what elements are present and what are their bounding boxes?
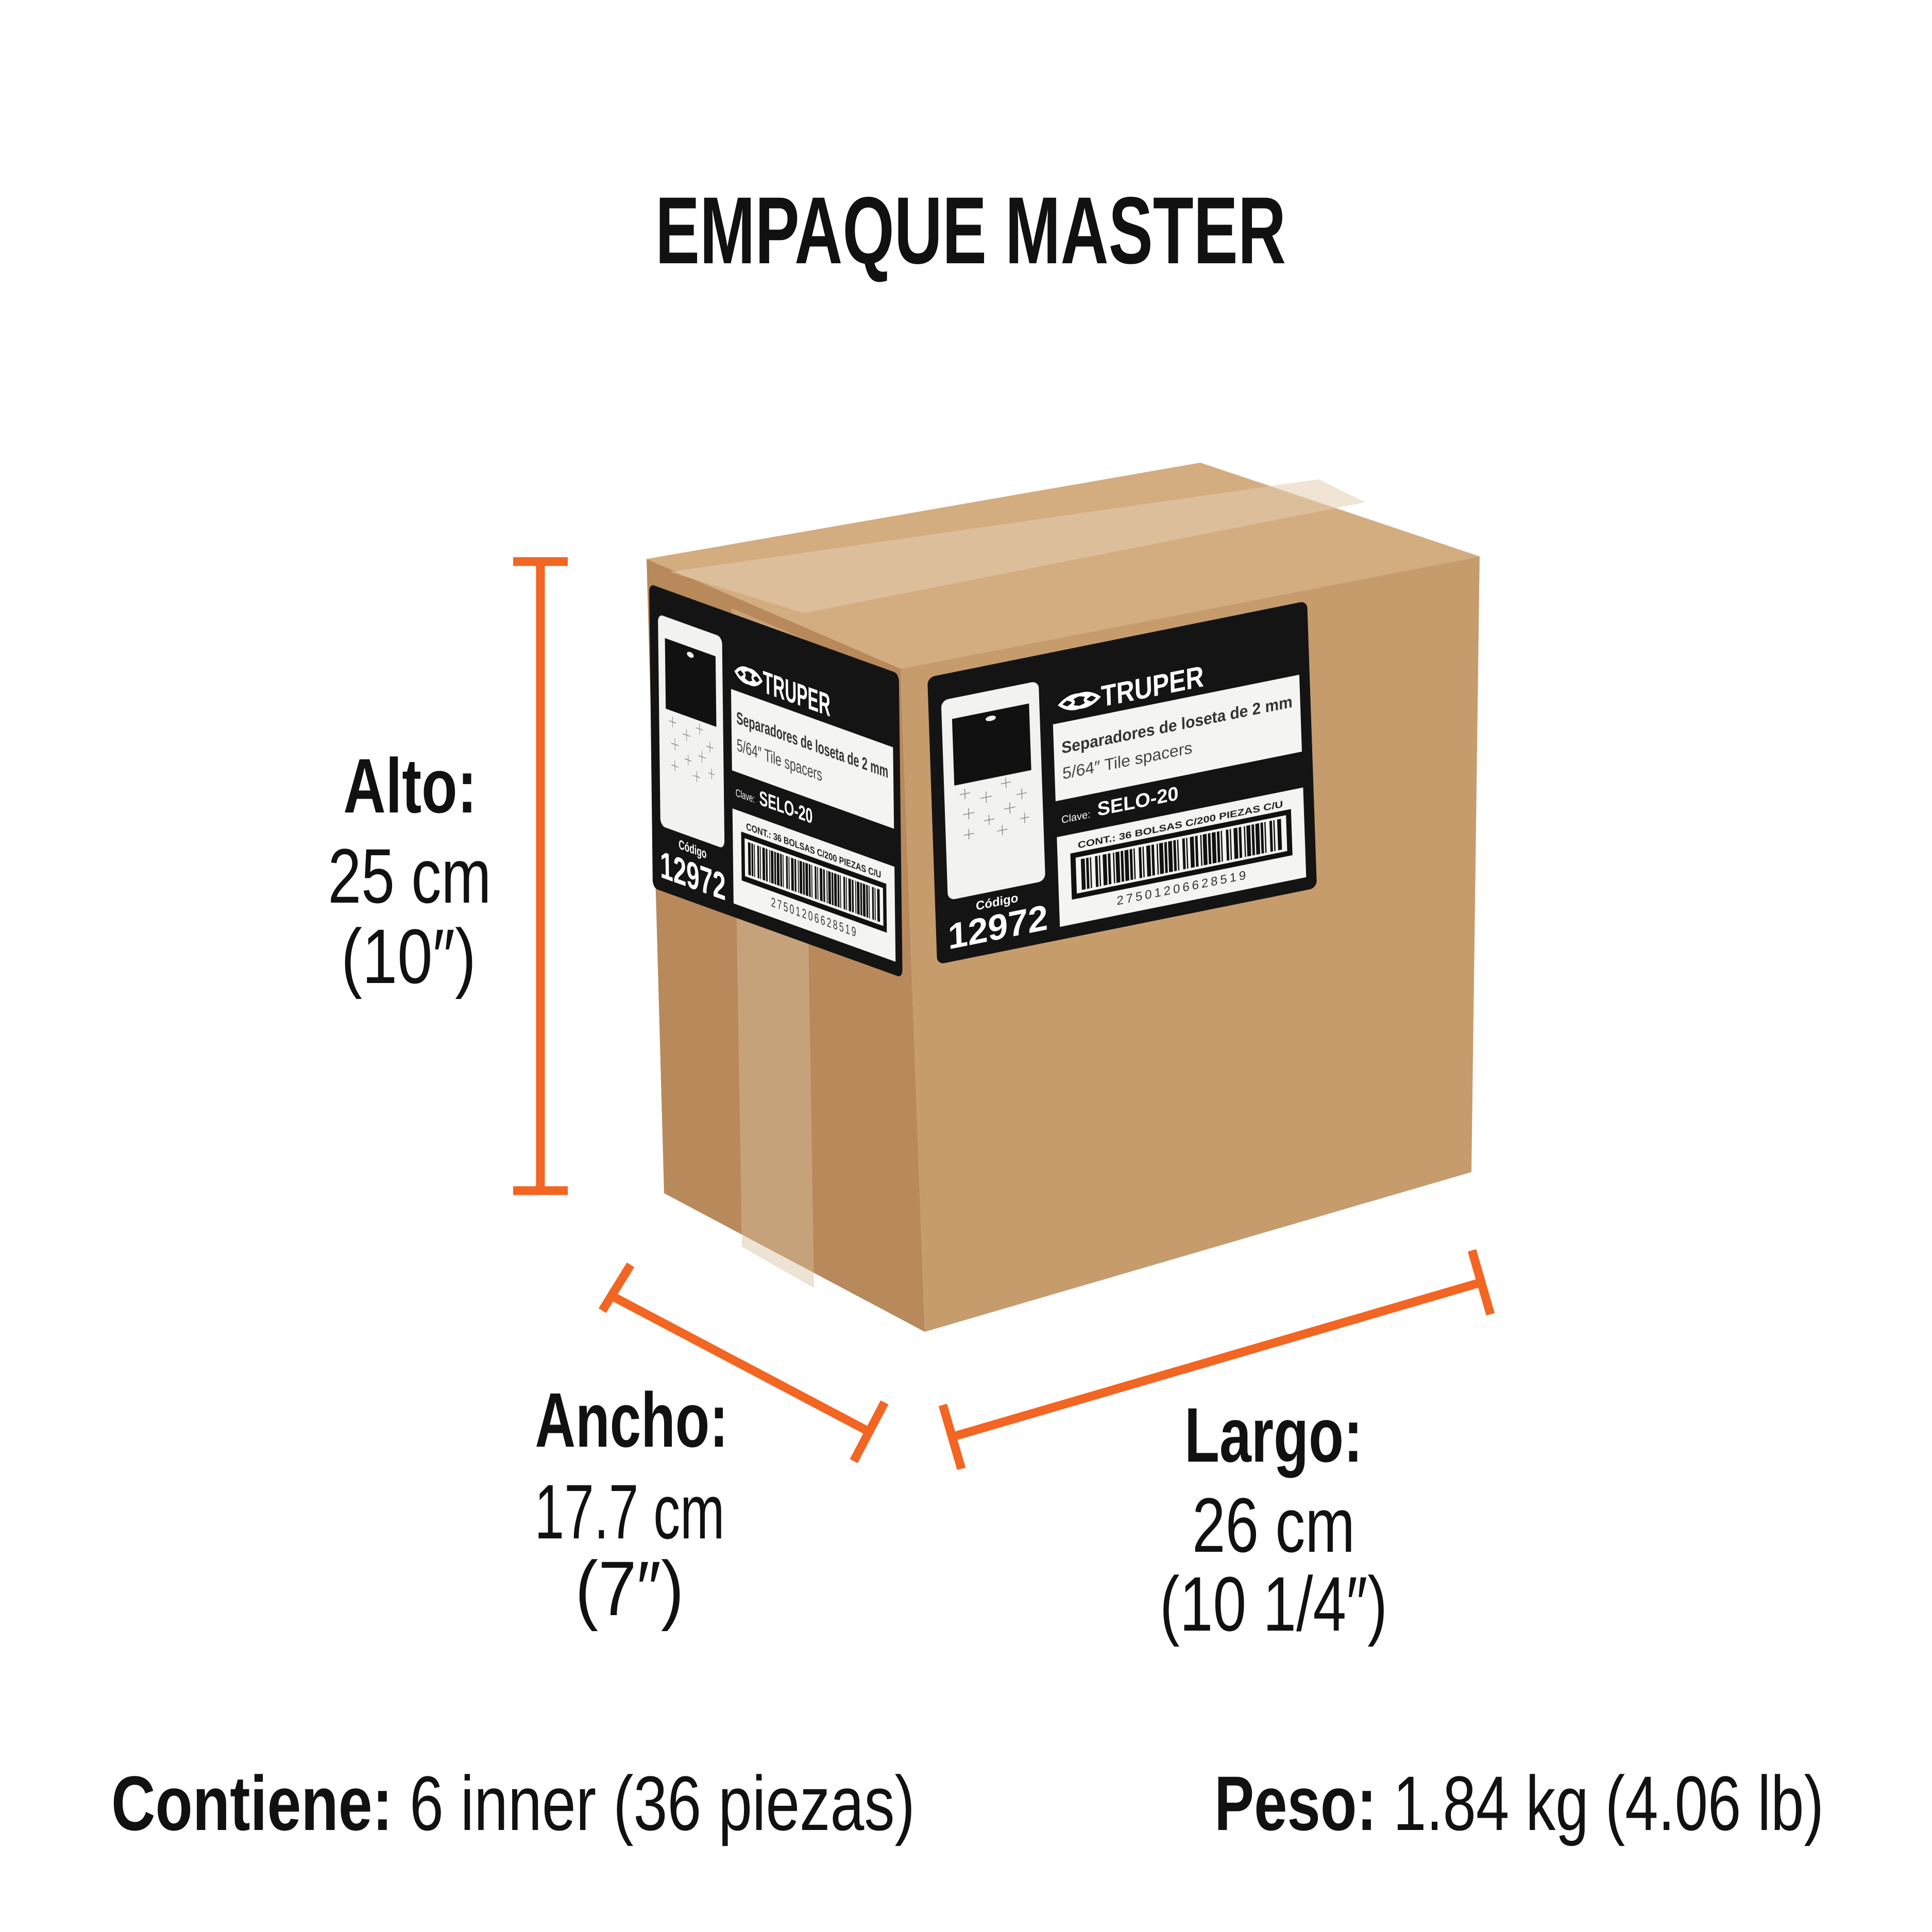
width-label: Ancho: 17.7 cm (7″): [535, 1377, 728, 1632]
barcode-bar: [1151, 844, 1155, 876]
barcode-bar: [1202, 834, 1208, 866]
barcode-bar: [1216, 831, 1221, 863]
height-dimension-line: [513, 557, 568, 1195]
barcode-bar: [1200, 835, 1202, 866]
svg-text:(10 1/4″): (10 1/4″): [1160, 1561, 1387, 1647]
barcode-bar: [1129, 849, 1133, 880]
svg-text:(10″): (10″): [341, 913, 476, 999]
barcode-bar: [1159, 842, 1164, 874]
barcode-bar: [1095, 856, 1099, 887]
barcode-bar: [1098, 855, 1101, 887]
height-label: Alto: 25 cm (10″): [328, 742, 492, 999]
barcode-bar: [1086, 857, 1090, 889]
barcode-bar: [1221, 831, 1223, 862]
svg-text:26 cm: 26 cm: [1192, 1482, 1355, 1568]
barcode-bar: [1251, 824, 1256, 856]
page-title: EMPAQUE MASTER: [655, 178, 1286, 284]
barcode-bar: [1156, 843, 1159, 875]
weight-spec: Peso: 1.84 kg (4.06 lb): [1214, 1760, 1824, 1846]
barcode: [1080, 819, 1282, 890]
contents-value: 6 inner (36 piezas): [393, 1760, 915, 1846]
contents-spec: Contiene: 6 inner (36 piezas): [111, 1760, 915, 1846]
length-label: Largo: 26 cm (10 1/4″): [1160, 1392, 1387, 1647]
barcode-bar: [1273, 820, 1276, 851]
barcode-bar: [1146, 845, 1151, 877]
barcode-bar: [1133, 848, 1136, 879]
barcode-bar: [1229, 828, 1232, 860]
barcode-bar: [1113, 852, 1115, 884]
barcode-bar: [1255, 823, 1261, 855]
contents-label: Contiene:: [111, 1760, 393, 1846]
packing-tape-top: [670, 479, 1365, 613]
barcode-bar: [1108, 853, 1112, 885]
front-label: Código 12972 TRUPER Separadores de loset…: [927, 602, 1317, 963]
svg-text:Alto:: Alto:: [344, 742, 477, 829]
barcode-bar: [1142, 846, 1145, 878]
barcode-bar: [1115, 851, 1121, 883]
barcode-bar: [1208, 833, 1212, 865]
barcode-bar: [1186, 837, 1189, 869]
barcode-bar: [1260, 822, 1264, 854]
master-box: Código 12972 TRUPER Separadores de loset…: [647, 463, 1480, 1332]
barcode-bar: [1124, 850, 1130, 882]
barcode-bar: [1190, 836, 1195, 868]
barcode-bar: [1239, 826, 1243, 858]
width-dimension-line: [598, 1262, 889, 1463]
barcode-bar: [1121, 851, 1125, 882]
svg-text:25 cm: 25 cm: [328, 833, 492, 919]
barcode-bar: [1269, 820, 1273, 852]
barcode-bar: [1244, 826, 1246, 857]
barcode-bar: [1138, 847, 1142, 878]
barcode-bar: [1177, 839, 1180, 871]
barcode-bar: [1277, 819, 1282, 851]
barcode-bar: [1246, 825, 1251, 857]
barcode-bar: [1211, 832, 1217, 864]
barcode-bar: [1080, 858, 1086, 890]
svg-text:Ancho:: Ancho:: [535, 1377, 728, 1463]
svg-text:(7″): (7″): [575, 1545, 684, 1632]
svg-text:Largo:: Largo:: [1184, 1392, 1363, 1478]
weight-value: 1.84 kg (4.06 lb): [1377, 1760, 1824, 1846]
barcode-bar: [1090, 857, 1092, 888]
svg-text:17.7 cm: 17.7 cm: [535, 1468, 725, 1555]
barcode-bar: [1264, 822, 1267, 853]
weight-label: Peso:: [1214, 1760, 1377, 1846]
barcode-bar: [1226, 829, 1230, 861]
barcode-bar: [1164, 841, 1168, 873]
barcode-bar: [1195, 835, 1199, 867]
barcode-bar: [1182, 838, 1186, 870]
length-dimension-line: [938, 1249, 1495, 1470]
barcode-bar: [1103, 854, 1108, 886]
barcode-bar: [1168, 840, 1173, 873]
barcode-bar: [1173, 840, 1177, 872]
barcode-bar: [1233, 827, 1239, 859]
